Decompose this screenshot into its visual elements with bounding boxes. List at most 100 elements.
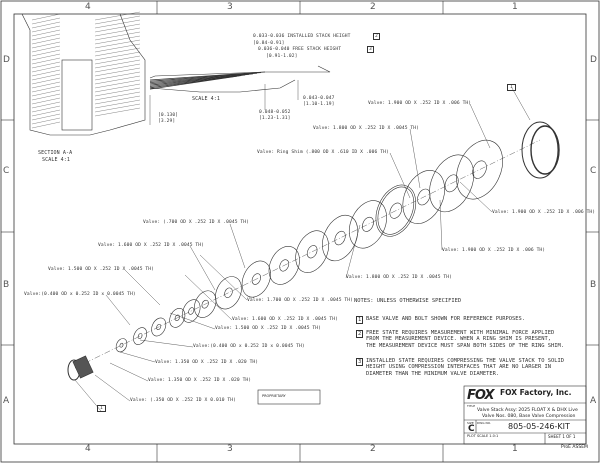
detail-outline [149,65,331,79]
free-height-mm: [0.91-1.02] [266,54,298,59]
zone-row-a-left: A [3,396,10,406]
callout-valve-4: Valve: 1.900 OD X .252 ID X .006 TH) [492,210,596,215]
cad-type: ProE ASSEM [561,445,588,450]
section-hatch [94,19,141,29]
plot-scale: PLOT SCALE 1.0:1 [467,434,499,438]
valve-shim-bore [279,259,290,272]
leader-line [184,274,233,321]
callout-valve-6: Valve: 1.800 OD X .252 ID X .0045 TH) [346,275,453,280]
fox-logo: FOX [467,388,494,403]
detail-shim-line [149,72,262,82]
section-hatch [94,99,141,109]
title-label: TITLE [467,404,476,408]
section-hatch [31,85,61,93]
callout-valve-9: Valve: 1.500 OD X .252 ID X .0045 TH) [48,267,155,272]
section-hatch [94,31,141,41]
leader-line [169,312,216,330]
leader-line [105,294,131,326]
section-hatch [94,67,141,77]
section-hatch [31,17,61,25]
company-name: FOX Factory, Inc. [500,388,572,397]
leader-line [409,128,421,189]
note-3-text: INSTALLED STATE REQUIRES COMPRESSING THE… [366,358,564,377]
section-hatch [31,45,61,53]
callout-valve-11: Valve: 1.700 OD X .252 ID X .0045 TH) [247,298,354,303]
section-hatch [94,79,141,89]
proprietary-box [257,389,321,405]
section-hatch [94,15,141,25]
ref-tag-bolt: 1 [97,405,106,412]
section-hatch [94,51,141,61]
note-1-number: 1 [356,316,364,324]
section-hatch [31,105,61,113]
section-hatch [31,101,61,109]
section-hatch [31,33,61,41]
section-bore [61,59,93,131]
bolt-thread [72,355,94,379]
section-hatch [31,53,61,61]
section-hatch [94,39,141,49]
section-hatch [31,25,61,33]
leader-line [439,199,443,251]
installed-height-dim: 0.033-0.036 INSTALLED STACK HEIGHT [253,34,351,39]
section-hatch [31,21,61,29]
section-hatch [31,109,61,117]
valve-shim [322,214,359,262]
zone-row-c-left: C [3,166,10,176]
dim-depth-mm: [3.29] [158,119,176,124]
section-hatch [94,47,141,57]
section-hatch [31,13,61,21]
zone-row-c-right: C [590,166,597,176]
section-hatch [31,89,61,97]
note-3-number: 3 [356,358,364,366]
drawing-size: C [468,424,475,434]
valve-shim-bore [472,160,487,179]
section-hatch [94,11,141,21]
zone-col-3-top: 3 [227,2,233,12]
note-1-text: BASE VALVE AND BOLT SHOWN FOR REFERENCE … [366,316,526,322]
base-valve-body [521,121,559,179]
section-hatch [31,49,61,57]
valve-shim-bore [306,245,318,259]
section-hatch [31,41,61,49]
installed-height-mm: [0.84-0.91] [253,41,285,46]
drawing-number: 805-05-246-KIT [508,422,570,431]
leader-line [199,254,248,301]
title-line-1: Valve Stack Assy: 2025 FLOAT X & DHX Liv… [477,408,578,413]
note-ref-3: 3 [367,46,374,53]
leader-line [74,379,102,412]
section-hatch [94,27,141,37]
valve-shim [295,230,329,273]
dim-a-mm: [1.10-1.19] [303,102,335,107]
valve-shim-bore [251,273,261,285]
section-hatch [31,81,61,89]
callout-valve-12: Valve: 1.600 OD X .252 ID X .0045 TH) [232,317,339,322]
detail-outline-lower [149,79,296,93]
valve-shim [268,246,300,285]
valve-shim-bore [137,333,143,339]
callout-valve-13: Valve: 1.500 OD X .252 ID X .0045 TH) [215,326,322,331]
dwg-no-label: DWG NO. [477,421,491,425]
section-hatch [31,29,61,37]
zone-row-a-right: A [590,396,597,406]
valve-shim [115,338,128,353]
proprietary-notice: PROPRIETARY [262,394,286,398]
leader-line [119,351,156,363]
valve-shim [402,170,445,224]
zone-row-d-right: D [590,55,597,65]
zone-col-1-top: 1 [512,2,518,12]
section-hatch [94,59,141,69]
callout-valve-2: Valve: 1.800 OD X .252 ID X .0045 TH) [313,126,420,131]
detail-scale: SCALE 4:1 [192,96,220,102]
section-hatch [94,71,141,81]
callout-ring-shim: Valve: Ring Shim (.800 OD X .610 ID X .0… [257,150,389,155]
leader-line [124,269,161,306]
leader-line [139,339,194,348]
dim-depth: [0.130] [158,113,179,118]
valve-shim-bore [362,216,374,232]
section-hatch [31,77,61,85]
section-hatch [31,113,61,121]
base-valve-ports [530,125,560,175]
section-view-outline [21,13,146,136]
free-height-dim: 0.036-0.040 FREE STACK HEIGHT [258,47,342,52]
